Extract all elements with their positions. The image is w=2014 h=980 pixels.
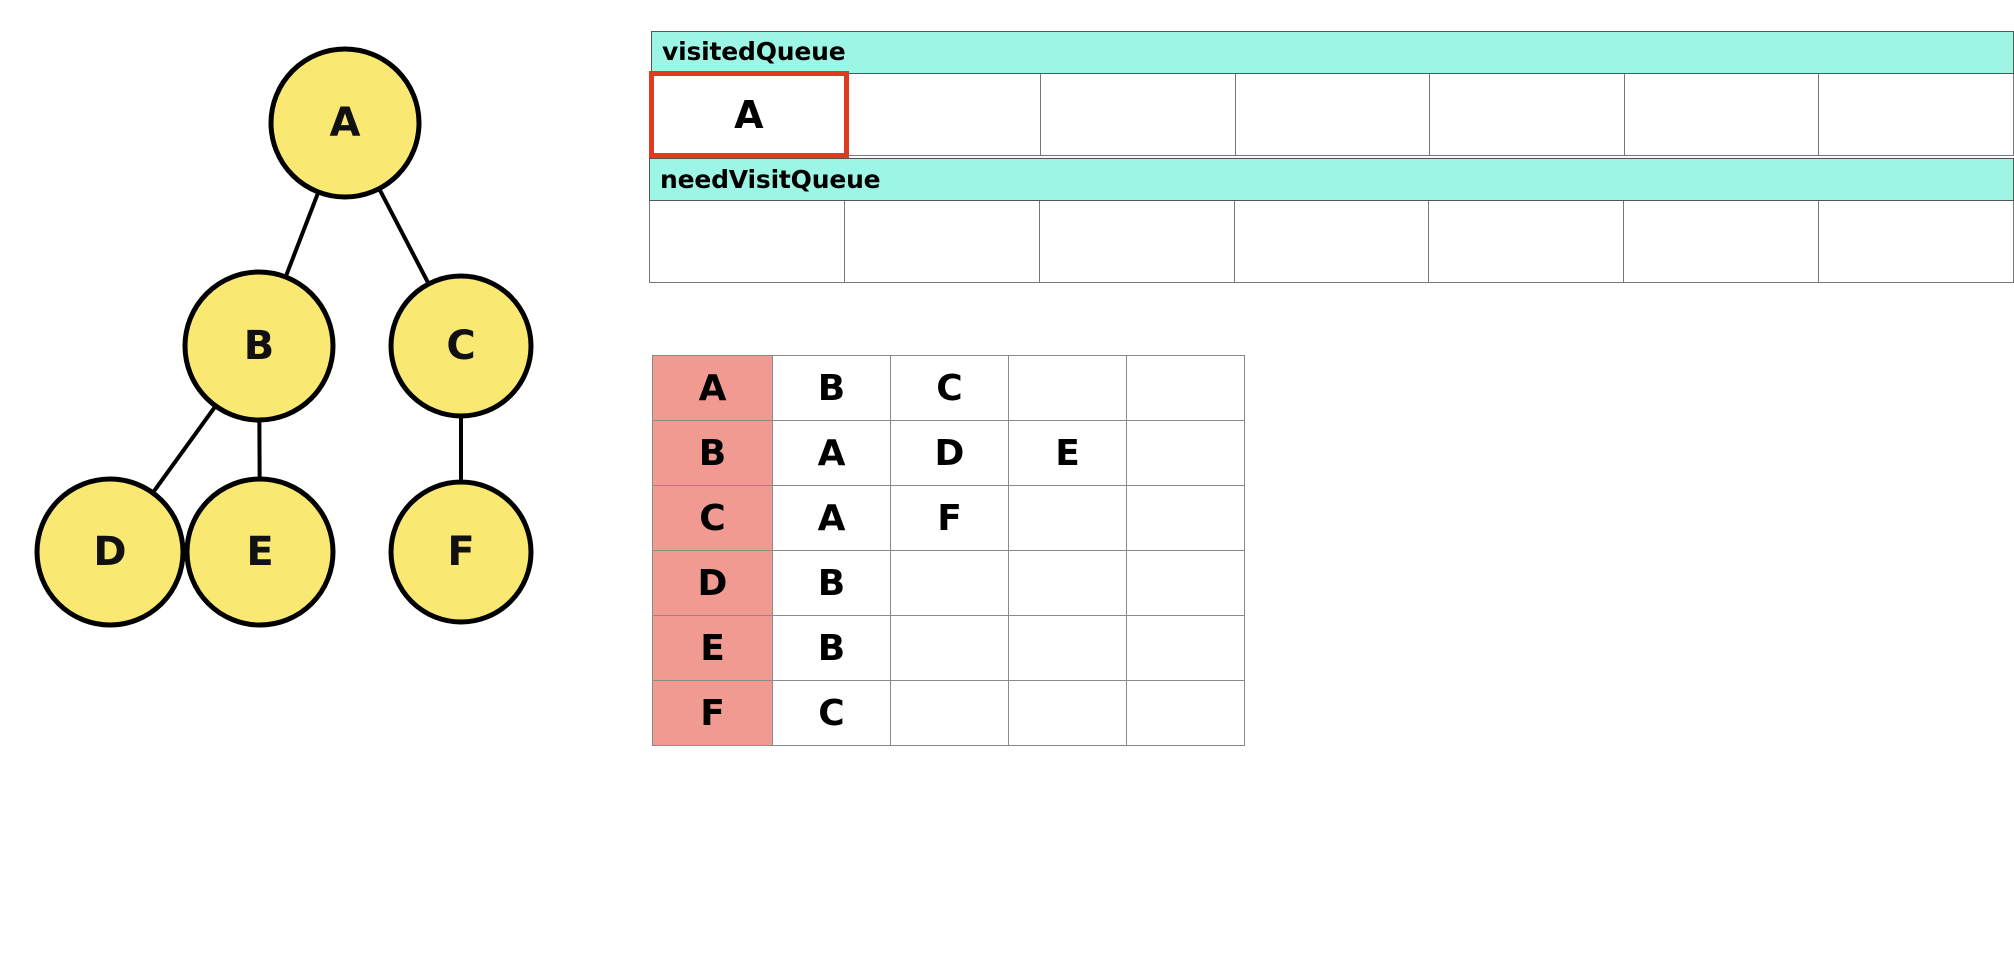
adjacency-value-b-3[interactable] <box>1126 420 1245 486</box>
adjacency-key-a[interactable]: A <box>652 355 773 421</box>
graph-node-c[interactable]: C <box>388 273 534 419</box>
need-visit-queue-cell-1[interactable] <box>843 200 1040 283</box>
adjacency-value-f-3[interactable] <box>1126 680 1245 746</box>
graph-edge-layer <box>149 184 463 497</box>
adjacency-key-d[interactable]: D <box>652 550 773 616</box>
visited-queue-header-row: visitedQueue <box>651 31 2014 74</box>
graph-node-a[interactable]: A <box>268 46 422 200</box>
adjacency-value-d-3[interactable] <box>1126 550 1245 616</box>
graph-node-circle-b <box>182 269 336 423</box>
graph-node-e[interactable]: E <box>184 476 336 628</box>
adjacency-key-f[interactable]: F <box>652 680 773 746</box>
adjacency-value-e-3[interactable] <box>1126 615 1245 681</box>
need-visit-queue-cell-0[interactable] <box>649 200 845 283</box>
graph-node-label-d: D <box>93 529 126 575</box>
adjacency-value-e-2[interactable] <box>1008 615 1127 681</box>
adjacency-value-f-2[interactable] <box>1008 680 1127 746</box>
visited-queue-cell-row: A <box>649 71 2014 158</box>
graph-edge-a-c <box>376 184 432 288</box>
graph-panel: A B C D E F <box>0 0 620 980</box>
adjacency-value-b-2[interactable]: E <box>1008 420 1127 486</box>
graph-node-circle-e <box>184 476 336 628</box>
graph-node-label-b: B <box>244 323 275 369</box>
adjacency-value-f-0[interactable]: C <box>772 680 891 746</box>
adjacency-value-a-1[interactable]: C <box>890 355 1009 421</box>
need-visit-queue-table: needVisitQueue <box>649 158 2014 283</box>
adjacency-value-c-1[interactable]: F <box>890 485 1009 551</box>
visited-queue-cell-3[interactable] <box>1234 73 1431 156</box>
adjacency-value-c-0[interactable]: A <box>772 485 891 551</box>
adjacency-value-a-2[interactable] <box>1008 355 1127 421</box>
adjacency-value-d-1[interactable] <box>890 550 1009 616</box>
need-visit-queue-cell-3[interactable] <box>1233 200 1430 283</box>
graph-edge-b-d <box>149 402 219 497</box>
adjacency-value-d-0[interactable]: B <box>772 550 891 616</box>
visited-queue-table: visitedQueue A <box>649 31 2014 158</box>
adjacency-value-d-2[interactable] <box>1008 550 1127 616</box>
graph-node-label-c: C <box>446 323 475 369</box>
need-visit-queue-cell-6[interactable] <box>1818 200 2014 283</box>
adjacency-key-c[interactable]: C <box>652 485 773 551</box>
visited-queue-title: visitedQueue <box>651 31 2014 74</box>
adjacency-value-e-1[interactable] <box>890 615 1009 681</box>
adjacency-key-b[interactable]: B <box>652 420 773 486</box>
need-visit-queue-cell-2[interactable] <box>1038 200 1235 283</box>
graph-node-circle-c <box>388 273 534 419</box>
graph-node-f[interactable]: F <box>388 479 534 625</box>
visited-queue-cell-4[interactable] <box>1429 73 1625 156</box>
graph-node-label-f: F <box>447 529 474 575</box>
adjacency-value-c-3[interactable] <box>1126 485 1245 551</box>
graph-node-label-e: E <box>246 529 273 575</box>
queue-tables: visitedQueue A needVisitQueue <box>649 31 2014 283</box>
adjacency-value-c-2[interactable] <box>1008 485 1127 551</box>
visited-queue-cell-5[interactable] <box>1623 73 1820 156</box>
graph-node-circle-f <box>388 479 534 625</box>
need-visit-queue-cell-4[interactable] <box>1428 200 1625 283</box>
adjacency-value-a-0[interactable]: B <box>772 355 891 421</box>
graph-node-b[interactable]: B <box>182 269 336 423</box>
graph-node-circle-d <box>34 476 186 628</box>
need-visit-queue-cell-5[interactable] <box>1623 200 1820 283</box>
adjacency-value-f-1[interactable] <box>890 680 1009 746</box>
need-visit-queue-title: needVisitQueue <box>649 158 2014 201</box>
need-visit-queue-cell-row <box>649 200 2014 283</box>
visited-queue-cell-1[interactable] <box>845 73 1042 156</box>
visited-queue-cell-0[interactable]: A <box>649 71 849 158</box>
adjacency-value-e-0[interactable]: B <box>772 615 891 681</box>
graph-node-circle-a <box>268 46 422 200</box>
graph-node-d[interactable]: D <box>34 476 186 628</box>
adjacency-key-e[interactable]: E <box>652 615 773 681</box>
graph-node-layer: A B C D E F <box>34 46 534 628</box>
need-visit-queue-header-row: needVisitQueue <box>649 158 2014 201</box>
graph-node-label-a: A <box>330 100 361 146</box>
visited-queue-cell-2[interactable] <box>1040 73 1236 156</box>
graph-svg: A B C D E F <box>34 46 534 628</box>
adjacency-value-a-3[interactable] <box>1126 355 1245 421</box>
visited-queue-cell-6[interactable] <box>1818 73 2014 156</box>
graph-edge-a-b <box>282 188 322 281</box>
adjacency-value-b-1[interactable]: D <box>890 420 1009 486</box>
adjacency-value-b-0[interactable]: A <box>772 420 891 486</box>
